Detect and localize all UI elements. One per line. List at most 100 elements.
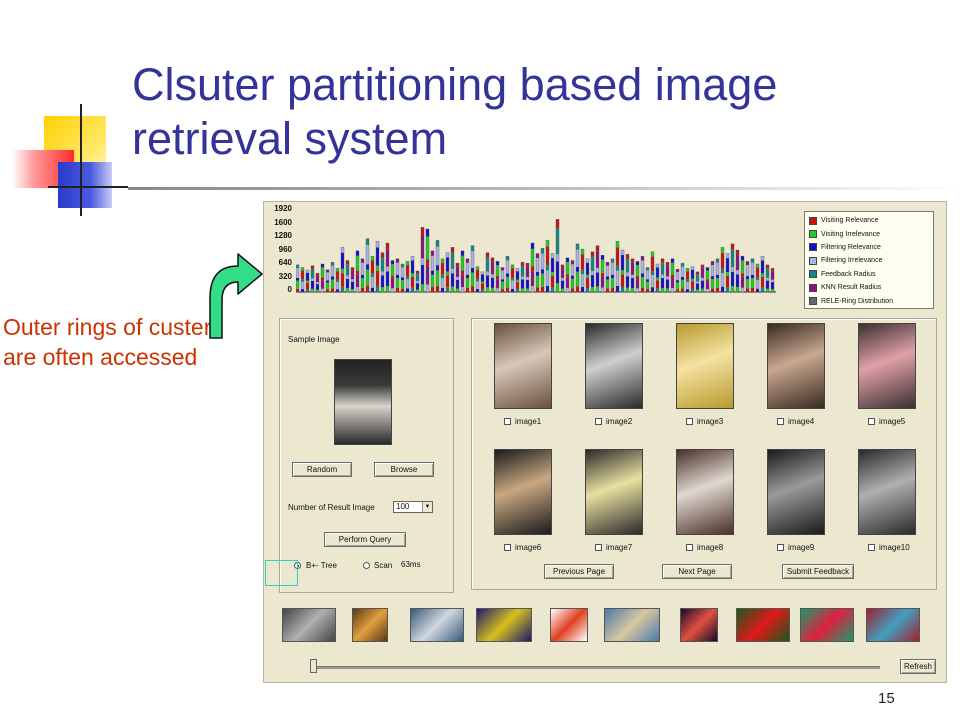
result-checkbox[interactable] (504, 544, 511, 551)
y-tick-label: 1600 (274, 217, 292, 227)
browse-button[interactable]: Browse (374, 462, 434, 477)
result-checkbox[interactable] (504, 418, 511, 425)
chart-bar-segment (521, 262, 524, 266)
chart-bar-segment (511, 268, 514, 278)
chart-bar (500, 267, 505, 293)
thumbnail-pattern[interactable] (800, 608, 854, 642)
chart-bar-segment (401, 267, 404, 278)
chart-bar-segment (711, 279, 714, 289)
chart-bar (460, 250, 465, 293)
chart-bar-segment (386, 243, 389, 249)
scan-radio[interactable] (363, 562, 370, 569)
random-button[interactable]: Random (292, 462, 352, 477)
chart-bar-segment (756, 277, 759, 281)
chart-bar-segment (576, 266, 579, 272)
thumbnail-night-sky[interactable] (476, 608, 532, 642)
legend-swatch (809, 256, 817, 265)
result-checkbox[interactable] (686, 418, 693, 425)
chart-bar-segment (706, 267, 709, 271)
num-results-select[interactable]: 100 ▼ (393, 501, 433, 513)
chart-bar (650, 251, 655, 293)
chart-bar-segment (501, 279, 504, 282)
legend-entry: Filtering Irrelevance (809, 254, 929, 267)
result-image[interactable] (494, 449, 552, 535)
thumbnail-glass[interactable] (550, 608, 588, 642)
slider-track[interactable] (310, 666, 880, 669)
refresh-button[interactable]: Refresh (900, 659, 936, 674)
thumbnail-red-flowers[interactable] (736, 608, 790, 642)
thumbnail-mosaic[interactable] (866, 608, 920, 642)
result-image[interactable] (585, 449, 643, 535)
result-checkbox[interactable] (868, 418, 875, 425)
chart-bar-segment (701, 277, 704, 281)
result-image[interactable] (494, 323, 552, 409)
slider-handle[interactable] (310, 659, 317, 673)
chart-bar-segment (616, 285, 619, 292)
chart-bar-segment (551, 287, 554, 292)
chart-bar-segment (671, 274, 674, 279)
chart-bar-segment (506, 260, 509, 274)
chart-bar-segment (336, 271, 339, 280)
chart-bar-segment (761, 256, 764, 261)
result-image[interactable] (858, 323, 916, 409)
result-checkbox[interactable] (777, 418, 784, 425)
chevron-down-icon[interactable]: ▼ (422, 502, 432, 512)
chart-bar-segment (336, 279, 339, 283)
chart-bar-segment (651, 287, 654, 292)
previous-page-button[interactable]: Previous Page (544, 564, 614, 579)
chart-bar-segment (516, 268, 519, 272)
chart-bar-segment (541, 248, 544, 254)
chart-bar (450, 247, 455, 293)
thumbnail-fireworks[interactable] (680, 608, 718, 642)
thumbnail-coast[interactable] (410, 608, 464, 642)
result-image[interactable] (676, 449, 734, 535)
chart-bar-segment (726, 258, 729, 272)
side-note: Outer rings of custers are often accesse… (3, 314, 223, 370)
result-checkbox[interactable] (686, 544, 693, 551)
result-image[interactable] (858, 449, 916, 535)
chart-bar (405, 261, 410, 293)
chart-bar-segment (606, 279, 609, 289)
result-image[interactable] (767, 449, 825, 535)
chart-bar-segment (691, 288, 694, 292)
chart-bar-segment (536, 253, 539, 259)
result-checkbox[interactable] (777, 544, 784, 551)
legend-entry: Filtering Relevance (809, 241, 929, 254)
chart-bar-segment (666, 265, 669, 277)
chart-bar-segment (391, 278, 394, 289)
next-page-button[interactable]: Next Page (662, 564, 732, 579)
chart-bar-segment (661, 278, 664, 289)
chart-bar-segment (411, 256, 414, 261)
chart-bar-segment (561, 264, 564, 269)
perform-query-button[interactable]: Perform Query (324, 532, 406, 547)
chart-bar-segment (681, 279, 684, 289)
chart-bar (455, 262, 460, 293)
result-checkbox[interactable] (868, 544, 875, 551)
result-image[interactable] (585, 323, 643, 409)
chart-bar-segment (331, 265, 334, 277)
chart-bar-segment (301, 267, 304, 271)
submit-feedback-button[interactable]: Submit Feedback (782, 564, 854, 579)
thumbnail-car[interactable] (282, 608, 336, 642)
legend-entry: KNN Result Radius (809, 281, 929, 294)
chart-bar-segment (511, 288, 514, 292)
chart-bar (525, 262, 530, 293)
result-checkbox[interactable] (595, 418, 602, 425)
chart-bar-segment (556, 228, 559, 255)
result-image[interactable] (767, 323, 825, 409)
chart-bar (365, 238, 370, 293)
result-image[interactable] (676, 323, 734, 409)
thumbnail-town[interactable] (604, 608, 660, 642)
chart-bar-segment (676, 269, 679, 272)
chart-bar-segment (531, 271, 534, 287)
chart-bar-segment (491, 261, 494, 275)
chart-bar-segment (471, 272, 474, 287)
chart-bar-segment (516, 271, 519, 280)
result-checkbox[interactable] (595, 544, 602, 551)
chart-bar-segment (536, 287, 539, 292)
chart-bar-segment (486, 271, 489, 276)
thumbnail-antique[interactable] (352, 608, 388, 642)
chart-bar-segment (536, 271, 539, 276)
chart-bar (330, 262, 335, 293)
